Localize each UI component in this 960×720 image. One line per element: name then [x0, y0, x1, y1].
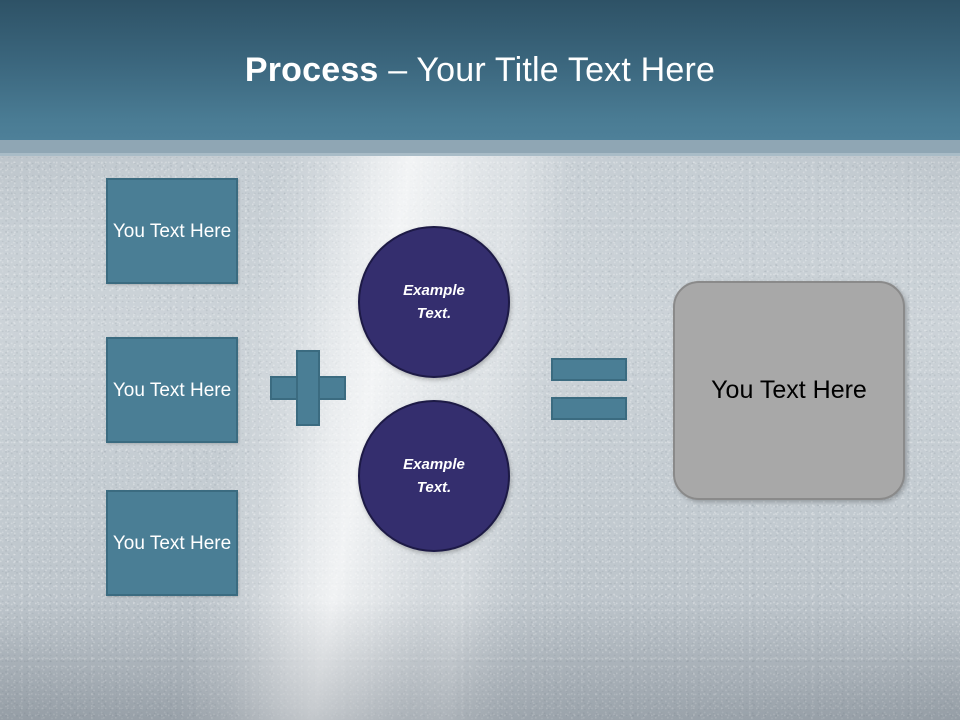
example-circle-1-line2: Text.	[416, 305, 452, 322]
result-box[interactable]: You Text Here	[673, 281, 905, 500]
page-title-strong: Process	[244, 51, 389, 89]
title-band-divider-accent	[0, 153, 960, 156]
example-circle-1-line1: Example	[403, 282, 465, 299]
input-box-3-label: You Text Here	[112, 532, 232, 554]
example-circle-2-line2: Text.	[416, 479, 452, 496]
page-title-light: – Your Title Text Here	[388, 51, 716, 89]
input-box-3[interactable]: You Text Here	[106, 490, 238, 596]
equals-bottom-bar	[551, 397, 627, 420]
background-bottom-shadow	[0, 600, 960, 720]
example-circle-1[interactable]: Example Text.	[358, 226, 510, 378]
title-band-divider	[0, 140, 960, 153]
input-box-1-label: You Text Here	[112, 220, 232, 242]
page-title: Process – Your Title Text Here	[0, 49, 960, 91]
result-box-label: You Text Here	[711, 376, 867, 404]
plus-sign-icon	[270, 350, 346, 426]
example-circle-2[interactable]: Example Text.	[358, 400, 510, 552]
plus-center-patch	[298, 378, 318, 398]
example-circle-2-line1: Example	[403, 456, 465, 473]
equals-sign-icon	[551, 358, 627, 420]
title-band	[0, 0, 960, 140]
input-box-2-label: You Text Here	[112, 379, 232, 401]
equals-top-bar	[551, 358, 627, 381]
input-box-1[interactable]: You Text Here	[106, 178, 238, 284]
input-box-2[interactable]: You Text Here	[106, 337, 238, 443]
